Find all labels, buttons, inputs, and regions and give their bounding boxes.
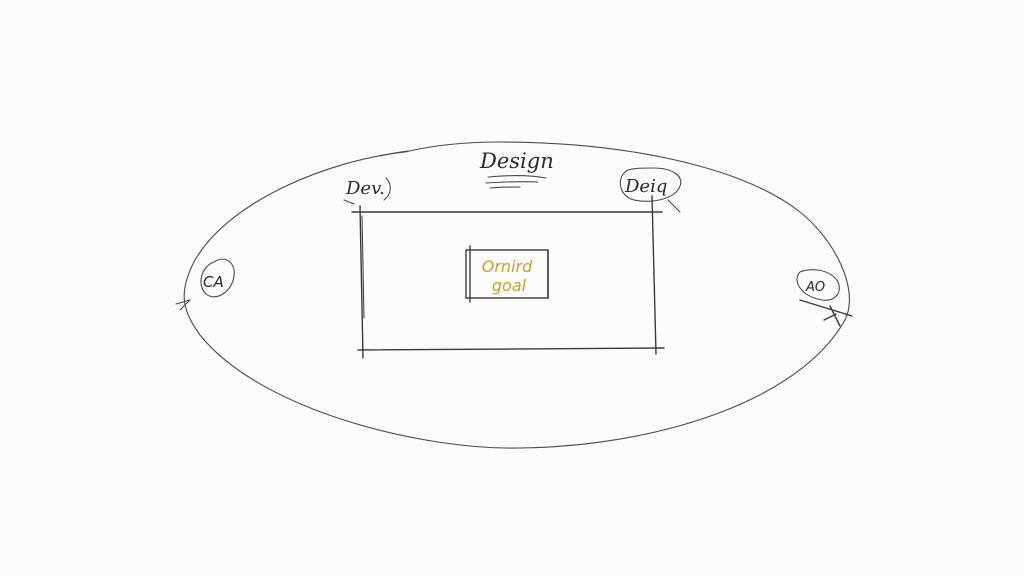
right-node-arrow <box>799 299 853 327</box>
top-right-label-tail <box>667 199 681 213</box>
left-node-circle <box>200 258 235 298</box>
diagram-title: Design <box>479 149 554 173</box>
inner-rectangle <box>351 195 665 359</box>
title-underline-1 <box>487 175 547 179</box>
top-left-label-mark <box>343 177 391 205</box>
center-goal-label-line2: goal <box>492 276 527 295</box>
title-underline-2 <box>485 181 539 184</box>
left-node-label: CA <box>203 273 224 291</box>
right-node-label: AO <box>805 280 825 295</box>
right-node-hook <box>796 269 840 301</box>
top-right-label: Deiq <box>624 176 667 197</box>
center-goal-box: Ornird goal <box>465 245 549 303</box>
outer-loop <box>183 141 850 449</box>
top-right-label-loop <box>619 167 682 202</box>
outer-loop-gap-stroke <box>379 150 409 157</box>
right-node: AO <box>796 269 853 327</box>
title-underline-3 <box>489 186 521 189</box>
left-node-arrow <box>175 299 191 311</box>
left-node: CA <box>175 258 235 311</box>
top-left-label: Dev. <box>345 178 385 199</box>
center-goal-label-line1: Ornird <box>482 257 533 276</box>
